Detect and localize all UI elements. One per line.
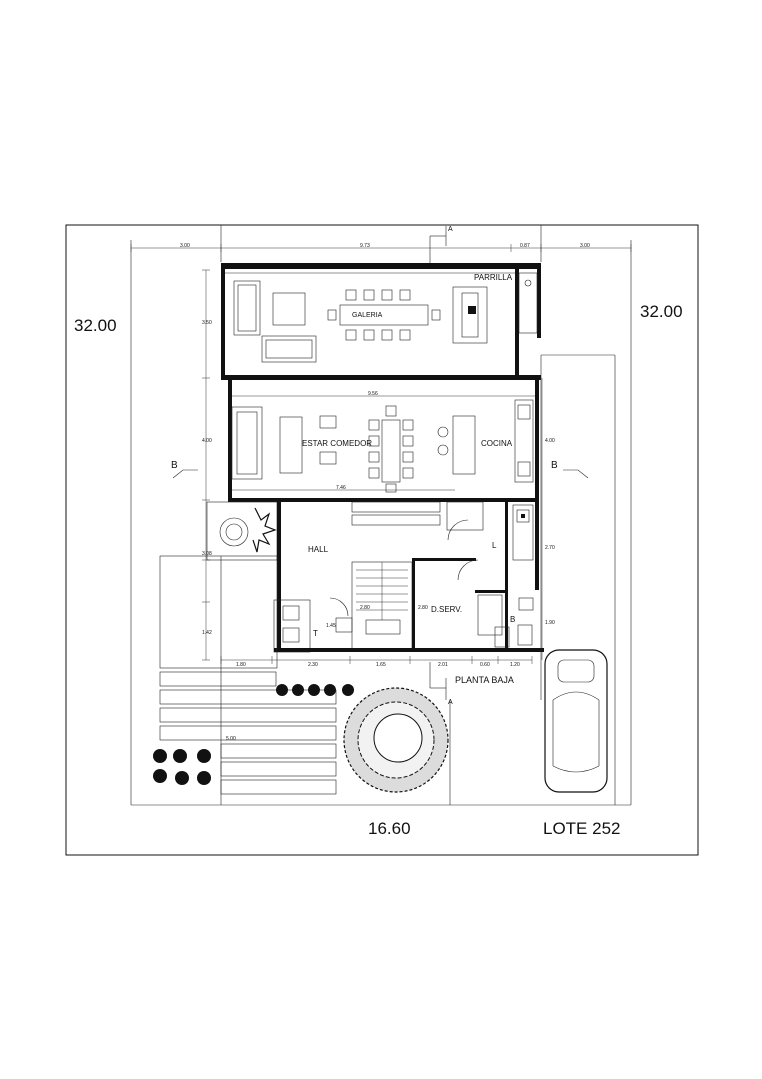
dim-b1: 1.80 [236,662,246,668]
dim-top-right: 3.00 [580,243,590,249]
section-b-left: B [171,460,198,479]
dim-front-depth: 5.00 [226,736,236,742]
dim-interior-width: 9.56 [368,391,378,397]
dim-galeria-depth: 3.50 [202,320,212,326]
section-a-top-label: A [448,226,453,233]
lot-side-left: 32.00 [74,316,117,335]
dim-top-small: 0.87 [520,243,530,249]
dim-stair-a: 2.80 [360,605,370,611]
bottom-dimension-chain: 1.80 2.30 1.65 2.01 0.60 1.20 [220,656,533,668]
service-block: 2.80 2.80 1.45 HALL L D.SERV. T B [206,500,544,653]
dim-estar-depth: 4.00 [202,438,212,444]
dim-bano-height: 1.90 [545,620,555,626]
room-parrilla: PARRILLA [474,273,513,282]
dim-cocina-depth: 4.00 [545,438,555,444]
room-estar-comedor: ESTAR COMEDOR [302,439,372,448]
room-dormitorio-servicio: D.SERV. [431,605,462,614]
lot-boundary [130,225,632,806]
dim-lav-height: 2.70 [545,545,555,551]
dim-t-height: 1.45 [326,623,336,629]
lot-name: LOTE 252 [543,819,621,838]
section-b-right-label: B [551,460,558,471]
section-a-top: A [429,226,453,268]
dim-b4: 2.01 [438,662,448,668]
lot-side-right: 32.00 [640,302,683,321]
galeria-block: PARRILLA GALERIA [221,263,541,380]
room-bano: B [510,615,515,624]
dim-b5: 0.60 [480,662,490,668]
car [544,649,608,793]
section-b-left-label: B [171,460,178,471]
dim-comedor-width: 7.46 [336,485,346,491]
room-lavadero: L [492,541,497,550]
room-hall: HALL [308,545,329,554]
tree [343,687,449,793]
dim-top-left: 3.00 [180,243,190,249]
plan-title: PLANTA BAJA [455,675,514,685]
room-galeria: GALERIA [352,312,383,319]
right-dimension-chain: 4.00 2.70 1.90 [541,378,555,660]
front-yard: 5.00 [159,354,616,805]
dim-b2: 2.30 [308,662,318,668]
plant-patio [219,507,277,553]
section-a-bottom-label: A [448,699,453,706]
room-cocina: COCINA [481,439,513,448]
lot-front: 16.60 [368,819,411,838]
room-toilette: T [313,629,318,638]
shrubs-row [276,684,354,696]
dim-left-lower: 1.42 [202,630,212,636]
dim-top-center: 9.73 [360,243,370,249]
section-b-right: B [551,460,589,479]
living-block: 9.56 7.46 ESTAR COMEDOR COCINA [228,380,539,590]
dim-b3: 1.65 [376,662,386,668]
left-dimension-chain: 3.50 4.00 3.08 1.42 [202,269,212,661]
top-dimension-chain: 3.00 9.73 0.87 3.00 [130,243,632,252]
shrubs-cluster [153,749,211,785]
dim-stair-b: 2.80 [418,605,428,611]
dim-b6: 1.20 [510,662,520,668]
section-a-bottom: A [429,662,453,706]
drawing-frame [65,224,699,856]
